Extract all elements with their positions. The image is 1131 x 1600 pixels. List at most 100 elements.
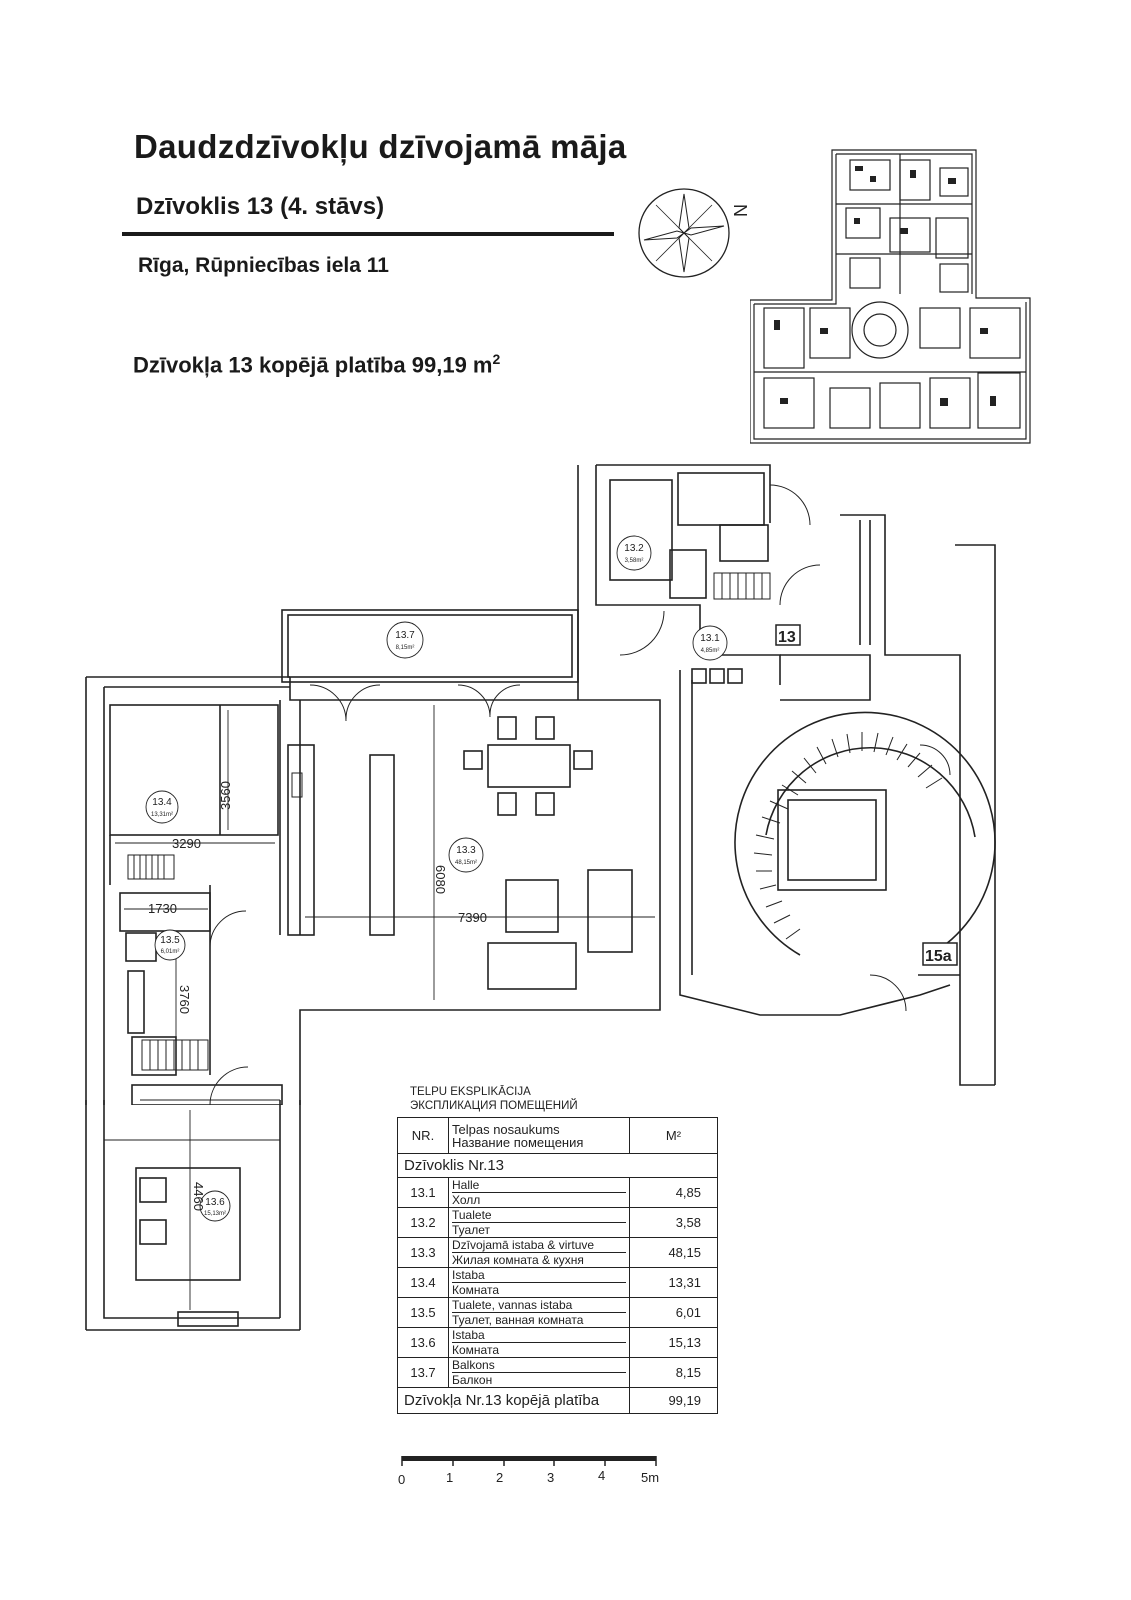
legend-row-name-ru: Туалет, ванная комната [452,1313,584,1327]
total-area-text: Dzīvokļa 13 kopējā platība 99,19 m [133,352,493,378]
legend-row-name-ru: Туалет [452,1223,490,1237]
scale-tick-1: 1 [446,1470,453,1485]
title-rule [122,232,614,236]
apt-15a-label: 15a [925,948,952,965]
apt-13-label: 13 [778,629,796,646]
room-13-7-label: 13.7 [395,630,415,641]
legend-row-area: 48,15 [629,1237,718,1268]
room-13-3-area: 48,15m² [455,860,477,866]
floor-plan: 13.7 8,15m² 13.2 3,58m² 13.1 4,85m² 13.4… [85,464,996,1105]
scale-tick-2: 2 [496,1470,503,1485]
legend-row-name-lv: Halle [452,1178,626,1193]
legend-total-row: Dzīvokļa Nr.13 kopējā platība 99,19 [397,1387,718,1414]
compass-rose: N [638,188,750,278]
legend-col-name: Telpas nosaukums Название помещения [448,1117,630,1154]
legend-row-nr: 13.6 [397,1327,449,1358]
legend-row-name-ru: Комната [452,1343,499,1357]
legend-caption-lv: TELPU EKSPLIKĀCIJA [410,1086,531,1098]
legend-row-area: 15,13 [629,1327,718,1358]
room-13-1-area: 4,85m² [701,648,720,654]
legend-col-nr: NR. [397,1117,449,1154]
dim-7390: 7390 [458,910,487,925]
room-13-3-label: 13.3 [456,845,476,856]
dimension-texts: 3560 3290 6080 7390 1730 3760 3020 [148,781,487,1014]
legend-caption-ru: ЭКСПЛИКАЦИЯ ПОМЕЩЕНИЙ [410,1100,578,1112]
legend-row-nr: 13.2 [397,1207,449,1238]
legend-header-row: NR. Telpas nosaukums Название помещения … [397,1117,718,1154]
door-swings [209,484,951,1105]
legend-row-nr: 13.5 [397,1297,449,1328]
legend-group-row: Dzīvoklis Nr.13 [397,1153,718,1178]
legend-col-unit: M² [629,1117,718,1154]
room-13-6-area: 15,13m² [204,1211,226,1217]
scale-bar: 0 1 2 3 4 5m [398,1456,659,1487]
legend-row-name-lv: Dzīvojamā istaba & virtuve [452,1238,626,1253]
legend-row-name-lv: Balkons [452,1358,626,1373]
legend-group-label: Dzīvoklis Nr.13 [397,1153,718,1178]
apartment-subtitle: Dzīvoklis 13 (4. stāvs) [136,193,385,220]
room-13-2-area: 3,58m² [625,558,644,564]
area-unit-sup: 2 [492,351,501,367]
dim-6080: 6080 [433,865,448,894]
dim-3760: 3760 [177,985,192,1014]
legend-col-name-lv: Telpas nosaukums [452,1121,560,1137]
key-plan-thumbnail [750,149,1031,444]
dim-1730: 1730 [148,901,177,916]
legend-col-name-ru: Название помещения [452,1134,584,1150]
hatch-marks [127,572,771,1071]
floor-plan-bedroom-13-6: 13.6 15,13m² 4460 [85,1100,301,1331]
stair-treads [753,732,943,940]
dim-4460: 4460 [191,1182,206,1211]
legend-total-value: 99,19 [629,1387,718,1414]
legend-row-area: 8,15 [629,1357,718,1388]
room-13-2-label: 13.2 [624,543,644,554]
legend-row-name-lv: Istaba [452,1328,626,1343]
room-13-6-label: 13.6 [205,1197,225,1208]
apt-13-box [775,624,801,646]
room-13-1-label: 13.1 [700,633,720,644]
legend-row-name-ru: Жилая комната & кухня [452,1253,584,1267]
room-13-5-label: 13.5 [160,935,180,946]
room-13-7-area: 8,15m² [396,645,415,651]
scale-tick-3: 3 [547,1470,554,1485]
scale-tick-4: 4 [598,1468,605,1483]
dimension-lines [115,705,655,1101]
legend-row-name-ru: Холл [452,1193,481,1207]
legend-row-name-lv: Istaba [452,1268,626,1283]
legend-row-name-ru: Комната [452,1283,499,1297]
legend-row-area: 6,01 [629,1297,718,1328]
legend-row-area: 13,31 [629,1267,718,1298]
legend-caption: TELPU EKSPLIKĀCIJA ЭКСПЛИКАЦИЯ ПОМЕЩЕНИЙ [410,1085,578,1113]
compass-north-label: N [730,204,750,217]
scale-tick-5: 5m [641,1470,659,1485]
dim-3290: 3290 [172,836,201,851]
room-bubbles [145,535,728,961]
address-line: Rīga, Rūpniecības iela 11 [138,254,389,277]
total-area-line: Dzīvokļa 13 kopējā platība 99,19 m2 [133,351,500,378]
legend-total-label: Dzīvokļa Nr.13 kopējā platība [397,1387,630,1414]
document-title: Daudzdzīvokļu dzīvojamā māja [134,128,627,165]
legend-row-name-lv: Tualete [452,1208,626,1223]
legend-row-nr: 13.1 [397,1177,449,1208]
room-13-4-area: 13,31m² [151,812,173,818]
dim-3560: 3560 [218,781,233,810]
legend-row-name-lv: Tualete, vannas istaba [452,1298,626,1313]
apt-15a-box [922,942,958,966]
room-bubble-text: 13.7 8,15m² 13.2 3,58m² 13.1 4,85m² 13.4… [151,543,720,955]
room-legend-table: NR. Telpas nosaukums Название помещения … [397,1117,718,1414]
legend-row-nr: 13.7 [397,1357,449,1388]
legend-row-area: 3,58 [629,1207,718,1238]
